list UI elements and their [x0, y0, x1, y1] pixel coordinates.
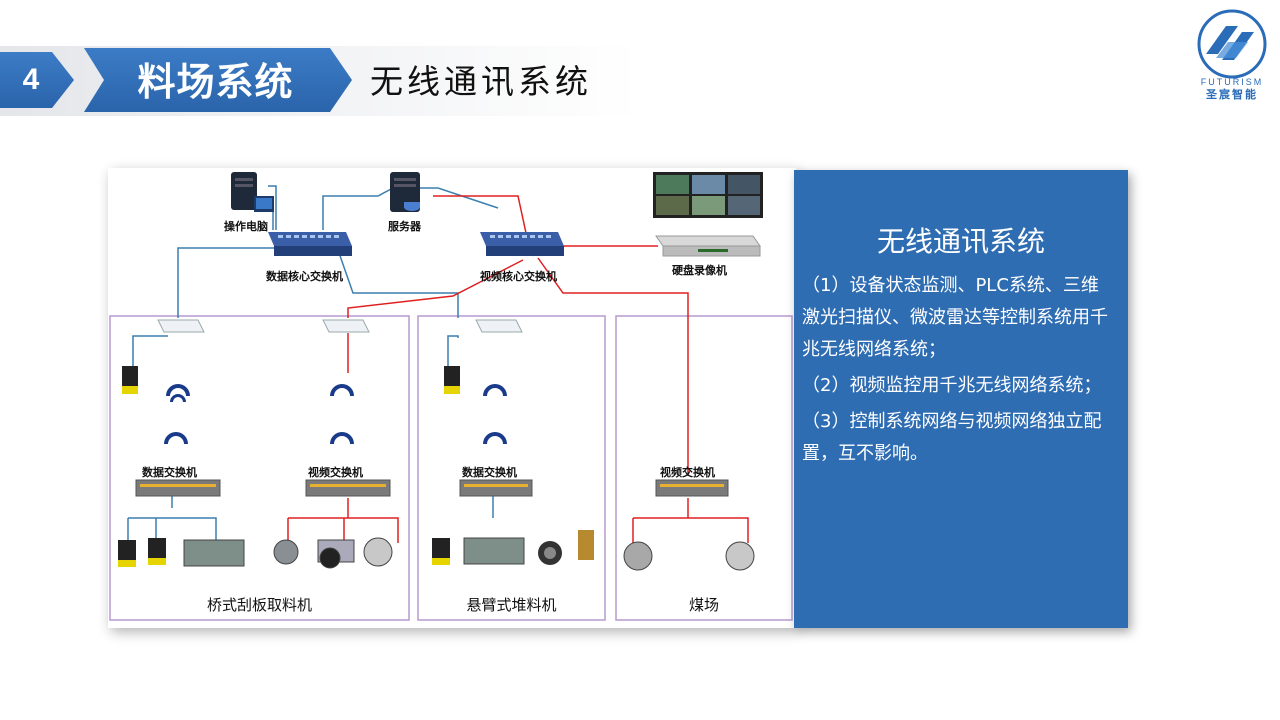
video-wall-icon [653, 172, 763, 218]
label-video-switch-1: 视频交换机 [308, 466, 363, 479]
operator-pc-icon [231, 172, 274, 212]
zone-box-cantilever-stacker [417, 315, 606, 621]
video-links [287, 195, 749, 543]
field-devices [118, 530, 594, 567]
section-number: 4 [22, 63, 40, 96]
logo-text-en: FUTURISM [1200, 77, 1264, 87]
wifi-icons [164, 384, 507, 444]
label-video-switch-2: 视频交换机 [660, 466, 715, 479]
zone-label-coal-yard: 煤场 [688, 596, 719, 614]
data-core-switch-icon [268, 232, 352, 256]
label-video-core-switch: 视频核心交换机 [480, 270, 557, 283]
info-paragraph-2: （2）视频监控用千兆无线网络系统； [802, 375, 1102, 396]
zone-label-cantilever-stacker: 悬臂式堆料机 [466, 596, 557, 614]
page-title: 无线通讯系统 [370, 62, 592, 101]
label-data-core-switch: 数据核心交换机 [266, 270, 343, 283]
info-paragraph-3: （3）控制系统网络与视频网络独立配置，互不影响。 [802, 411, 1102, 464]
info-title: 无线通讯系统 [876, 225, 1045, 258]
label-server: 服务器 [388, 220, 421, 233]
header-banner [0, 46, 640, 116]
logo-text-cn: 圣宸智能 [1206, 88, 1258, 101]
zone-box-coal-yard [615, 315, 793, 621]
access-points [157, 319, 523, 333]
wireless-radios [122, 366, 460, 394]
zone-box-bridge-reclaimer [109, 315, 410, 621]
section-title: 料场系统 [137, 60, 294, 104]
info-panel: 无线通讯系统 （1）设备状态监测、PLC系统、三维激光扫描仪、微波雷达等控制系统… [794, 170, 1128, 628]
server-icon [390, 172, 420, 212]
label-operator-pc: 操作电脑 [224, 220, 268, 233]
network-diagram: 操作电脑 服务器 数据核心交换机 视频核心交换机 硬盘录像机 数据交换机 视频交… [108, 168, 796, 628]
cameras [273, 537, 755, 571]
label-data-switch-2: 数据交换机 [462, 466, 517, 479]
zone-switches [135, 479, 729, 497]
nvr-icon [655, 235, 761, 257]
video-core-switch-icon [480, 232, 564, 256]
zone-label-bridge-reclaimer: 桥式刮板取料机 [206, 596, 312, 614]
info-paragraph-1: （1）设备状态监测、PLC系统、三维激光扫描仪、微波雷达等控制系统用千兆无线网络… [802, 275, 1108, 360]
label-nvr: 硬盘录像机 [672, 264, 727, 277]
label-data-switch-1: 数据交换机 [142, 466, 197, 479]
company-logo [1197, 9, 1267, 79]
